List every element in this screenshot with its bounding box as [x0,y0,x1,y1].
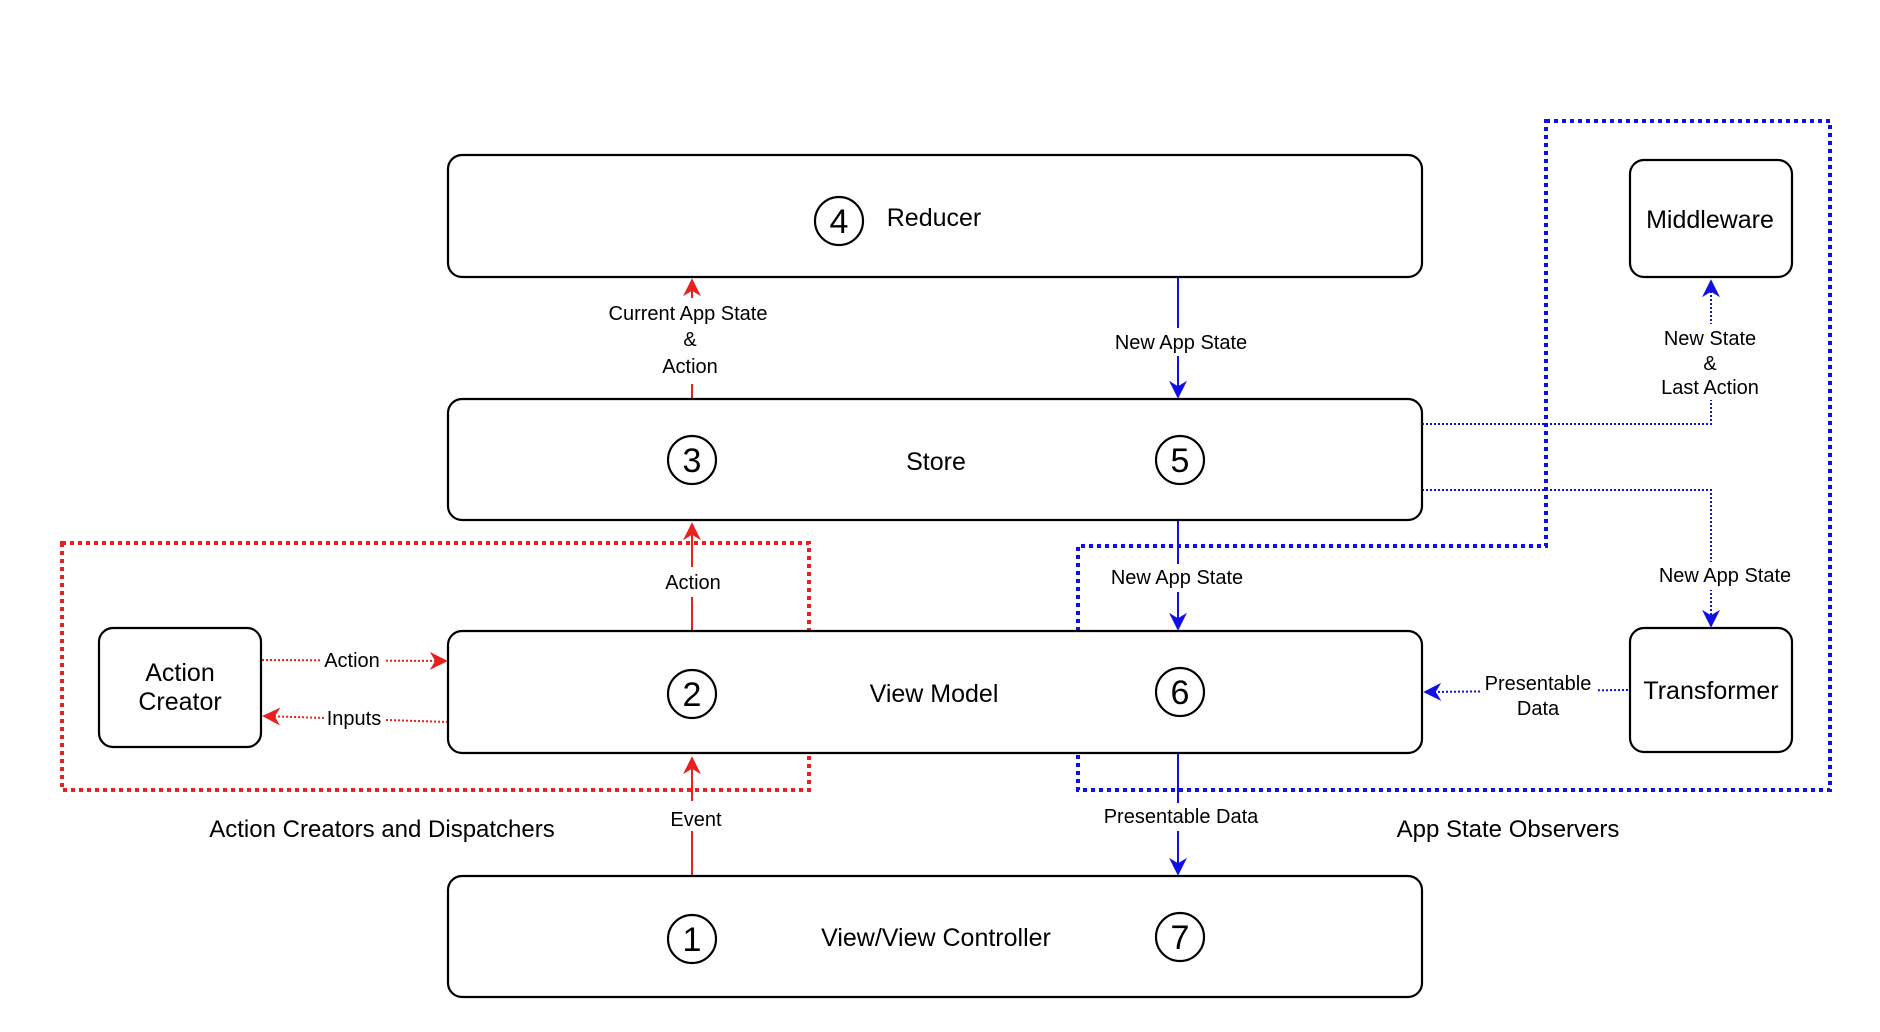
current-state-label-2: & [683,329,697,351]
step-6: 6 [1171,674,1190,712]
transformer-label: Transformer [1643,677,1778,705]
transformer-connector [1422,489,1720,628]
view-controller-label: View/View Controller [821,924,1051,952]
transformer-in-label: New App State [1659,565,1791,587]
creator-action-label: Action [324,650,380,672]
step-3-circle [666,434,718,486]
middleware-edge-label-2: & [1703,353,1717,375]
step-2-circle [666,668,718,720]
step-5: 5 [1171,442,1190,480]
creator-inputs-label: Inputs [327,708,381,730]
action-creators-group [60,541,811,792]
transformer-out-label-2: Data [1517,698,1560,720]
step-7-circle [1154,911,1206,963]
current-state-label-3: Action [662,356,718,378]
action-creator-label-1: Action [145,659,214,687]
observers-caption: App State Observers [1397,816,1620,843]
reducer-label: Reducer [887,204,982,232]
transformer-out-label-1: Presentable [1485,673,1592,695]
view-model-box [446,629,1424,755]
store-box [446,397,1424,522]
view-controller-box [446,874,1424,999]
step-1: 1 [683,921,702,959]
current-state-label-1: Current App State [609,303,768,325]
event-label: Event [670,809,722,831]
step-1-circle [666,913,718,965]
action-creators-caption: Action Creators and Dispatchers [209,816,555,843]
step-3: 3 [683,442,702,480]
step-5-circle [1154,434,1206,486]
middleware-label: Middleware [1646,206,1774,234]
middleware-edge-label-3: Last Action [1661,377,1759,399]
action-creator-box [97,626,263,749]
observers-group [1076,119,1832,792]
step-6-circle [1154,666,1206,718]
middleware-box [1628,158,1794,279]
action-up-label: Action [665,572,721,594]
store-label: Store [906,448,966,476]
new-state-reducer-label: New App State [1115,332,1247,354]
step-2: 2 [683,676,702,714]
action-creator-label-2: Creator [138,688,221,716]
view-model-label: View Model [870,680,999,708]
step-4-circle [813,195,865,247]
reducer-box [446,153,1424,279]
step-4: 4 [830,203,849,241]
new-state-store-label: New App State [1111,567,1243,589]
transformer-box [1628,626,1794,754]
step-7: 7 [1171,919,1190,957]
middleware-edge-label-1: New State [1664,328,1756,350]
presentable-data-label: Presentable Data [1104,806,1259,828]
